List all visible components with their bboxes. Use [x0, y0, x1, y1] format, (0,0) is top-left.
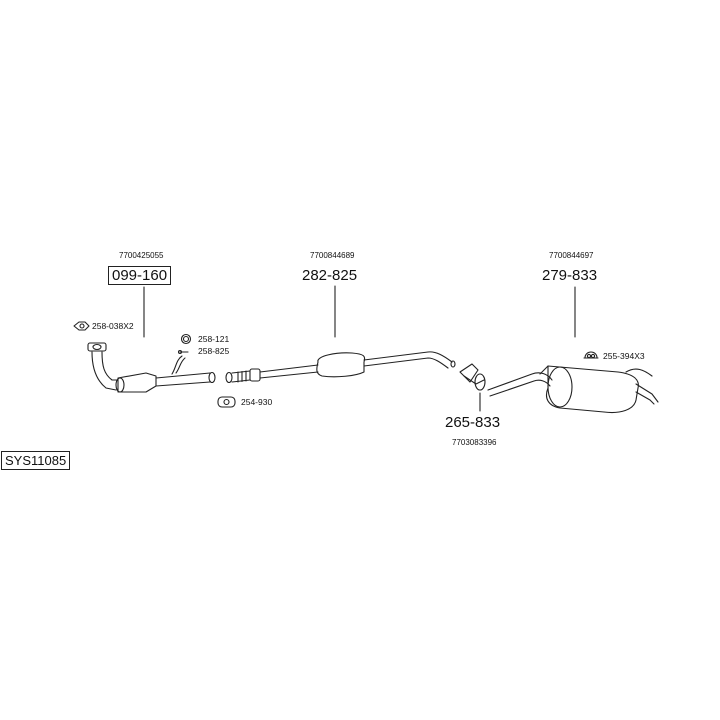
front-pipe-part-no[interactable]: 099-160	[108, 266, 172, 285]
center-silencer-part-no[interactable]: 282-825	[302, 267, 358, 284]
center-silencer-oem: 7700844689	[310, 251, 355, 260]
nut-label[interactable]: 258-038X2	[92, 321, 134, 331]
ring-shape	[180, 333, 192, 345]
hanger-label[interactable]: 255-394X3	[603, 351, 645, 361]
ring-label[interactable]: 258-121	[198, 334, 230, 344]
system-id-label: SYS11085	[1, 451, 71, 470]
rear-silencer-oem: 7700844697	[549, 251, 594, 260]
rear-silencer-shape	[487, 365, 659, 414]
front-pipe-shape	[87, 342, 216, 393]
front-pipe-oem: 7700425055	[119, 251, 164, 260]
hanger-shape	[583, 351, 599, 359]
center-silencer-shape	[225, 351, 456, 384]
bolt-label[interactable]: 258-825	[198, 346, 230, 356]
clamp-label[interactable]: 254-930	[241, 397, 273, 407]
nut-shape	[73, 321, 90, 331]
clamp-shape	[217, 396, 236, 408]
connector-clamp-shape	[459, 363, 486, 391]
rear-silencer-part-no[interactable]: 279-833	[542, 267, 598, 284]
bolt-shape	[177, 349, 189, 355]
connector-part-no[interactable]: 265-833	[445, 414, 501, 431]
connector-oem: 7703083396	[452, 438, 497, 447]
